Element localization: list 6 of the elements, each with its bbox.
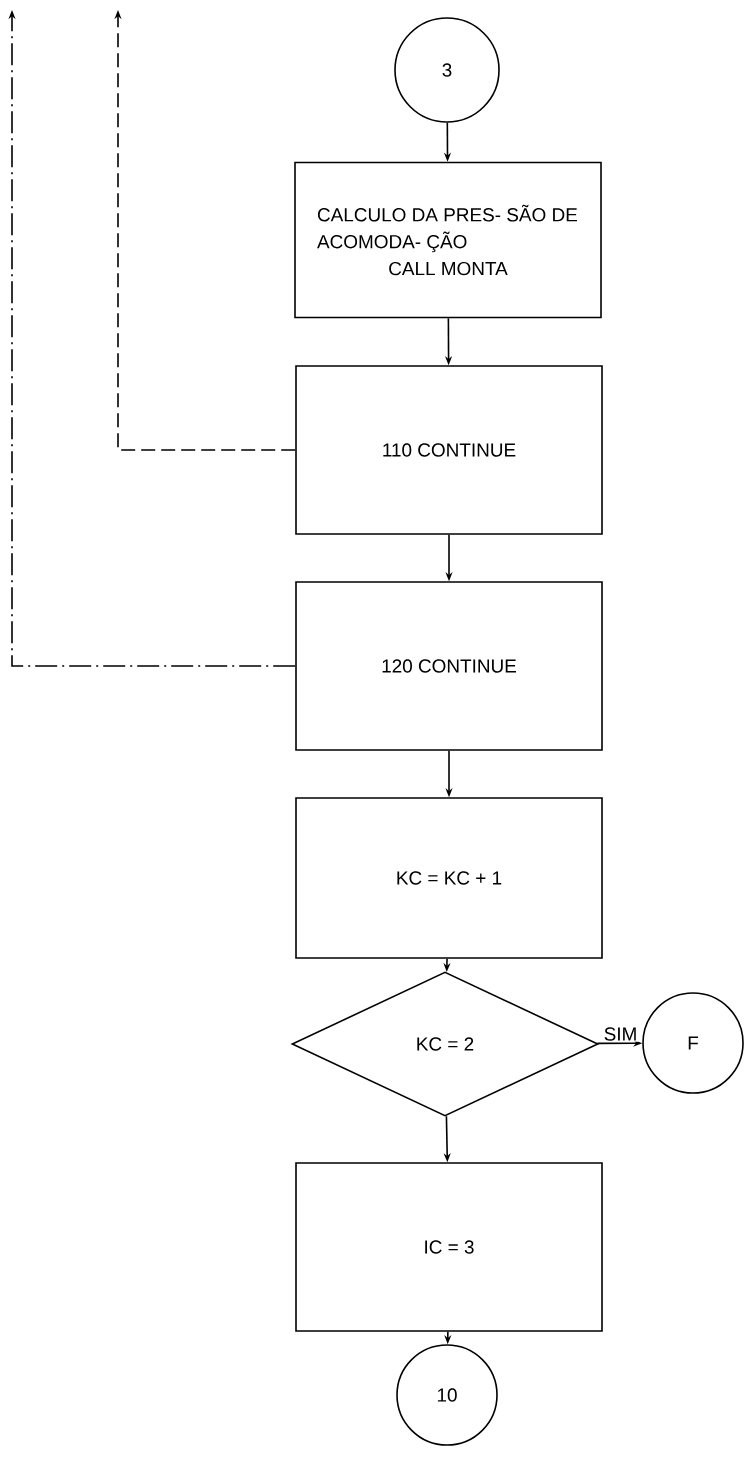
process-box: 120 CONTINUE — [295, 581, 603, 751]
process-box: KC = KC + 1 — [295, 797, 603, 959]
process-box: CALCULO DA PRES- SÃO DE ACOMODA- ÇÃO CALL MONTA — [294, 161, 602, 319]
process-box: IC = 3 — [295, 1162, 603, 1332]
process-box: 110 CONTINUE — [295, 365, 603, 535]
edge-label: SIM — [602, 1026, 639, 1042]
